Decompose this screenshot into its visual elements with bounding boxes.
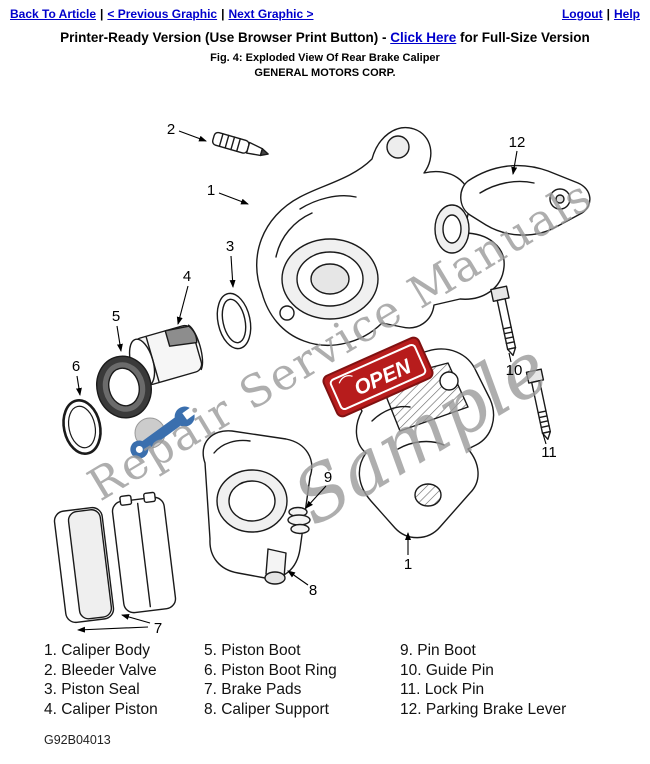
company-name: GENERAL MOTORS CORP. xyxy=(254,67,396,79)
legend-item-bleeder-valve: 2. Bleeder Valve xyxy=(44,661,157,679)
callout-caliper-piston: 4 xyxy=(183,268,191,285)
back-to-article-link[interactable]: Back To Article xyxy=(10,7,97,21)
nav-separator: | xyxy=(100,7,104,21)
nav-separator: | xyxy=(221,7,225,21)
caliper-body-part xyxy=(255,127,505,347)
callout-lock-pin: 11 xyxy=(541,444,557,461)
legend-item-caliper-piston: 4. Caliper Piston xyxy=(44,700,158,718)
parts-legend: 1. Caliper Body 5. Piston Boot 9. Pin Bo… xyxy=(44,641,650,719)
legend-item-lock-pin: 11. Lock Pin xyxy=(400,681,485,698)
callout-piston-boot: 5 xyxy=(112,308,120,325)
printer-ready-text: Printer-Ready Version (Use Browser Print… xyxy=(60,30,391,45)
legend-item-piston-boot-ring: 6. Piston Boot Ring xyxy=(204,661,337,679)
legend-item-piston-seal: 3. Piston Seal xyxy=(44,681,140,698)
callout-bleeder-valve: 2 xyxy=(167,121,175,138)
figure-caption: Fig. 4: Exploded View Of Rear Brake Cali… xyxy=(210,52,440,64)
lock-pin-part xyxy=(525,368,552,440)
nav-left: Back To Article|< Previous Graphic|Next … xyxy=(10,7,314,21)
bleeder-valve-part xyxy=(211,131,269,157)
nav-right: Logout|Help xyxy=(562,7,640,21)
legend-item-pin-boot: 9. Pin Boot xyxy=(400,642,476,659)
legend-item-caliper-support: 8. Caliper Support xyxy=(204,700,329,718)
legend-item-parking-brake-lever: 12. Parking Brake Lever xyxy=(400,700,567,718)
exploded-view-diagram: Repair Service Manuals Sample OPEN 2 1 1… xyxy=(53,121,602,637)
callout-lines xyxy=(75,130,547,633)
next-graphic-link[interactable]: Next Graphic > xyxy=(228,7,314,21)
guide-pin-part xyxy=(490,285,517,357)
help-link[interactable]: Help xyxy=(613,7,640,21)
logout-link[interactable]: Logout xyxy=(561,7,603,21)
legend-item-caliper-body: 1. Caliper Body xyxy=(44,642,150,659)
callout-caliper-support: 8 xyxy=(309,582,317,599)
callout-caliper-body: 1 xyxy=(207,182,215,199)
callout-numbers: 2 1 12 3 4 5 6 7 9 8 10 11 1 xyxy=(72,121,557,637)
legend-item-piston-boot: 5. Piston Boot xyxy=(204,642,301,659)
brake-pads-part xyxy=(53,491,177,624)
callout-parking-brake-lever: 12 xyxy=(509,134,526,151)
pin-boot-part xyxy=(287,506,311,535)
printer-ready-line: Printer-Ready Version (Use Browser Print… xyxy=(0,30,650,45)
piston-boot-part xyxy=(96,355,152,419)
full-size-link[interactable]: Click Here xyxy=(390,30,457,45)
caliper-support-part xyxy=(202,430,313,585)
legend-item-brake-pads: 7. Brake Pads xyxy=(204,681,302,698)
callout-piston-boot-ring: 6 xyxy=(72,358,80,375)
piston-seal-part xyxy=(216,292,252,350)
callout-brake-pads: 7 xyxy=(154,620,162,637)
callout-piston-seal: 3 xyxy=(226,238,234,255)
figure-id: G92B04013 xyxy=(44,733,111,747)
previous-graphic-link[interactable]: < Previous Graphic xyxy=(107,7,218,21)
tools-icon xyxy=(130,405,199,459)
printer-ready-suffix: for Full-Size Version xyxy=(456,30,590,45)
open-sign: OPEN xyxy=(322,336,434,418)
top-navigation: Back To Article|< Previous Graphic|Next … xyxy=(0,0,650,21)
callout-guide-pin: 10 xyxy=(506,362,523,379)
piston-boot-ring-part xyxy=(62,399,102,455)
callout-caliper-body-lower: 1 xyxy=(404,556,412,573)
parking-brake-lever-part xyxy=(460,164,591,236)
callout-pin-boot: 9 xyxy=(324,469,332,486)
legend-item-guide-pin: 10. Guide Pin xyxy=(400,661,494,679)
nav-separator: | xyxy=(606,7,610,21)
